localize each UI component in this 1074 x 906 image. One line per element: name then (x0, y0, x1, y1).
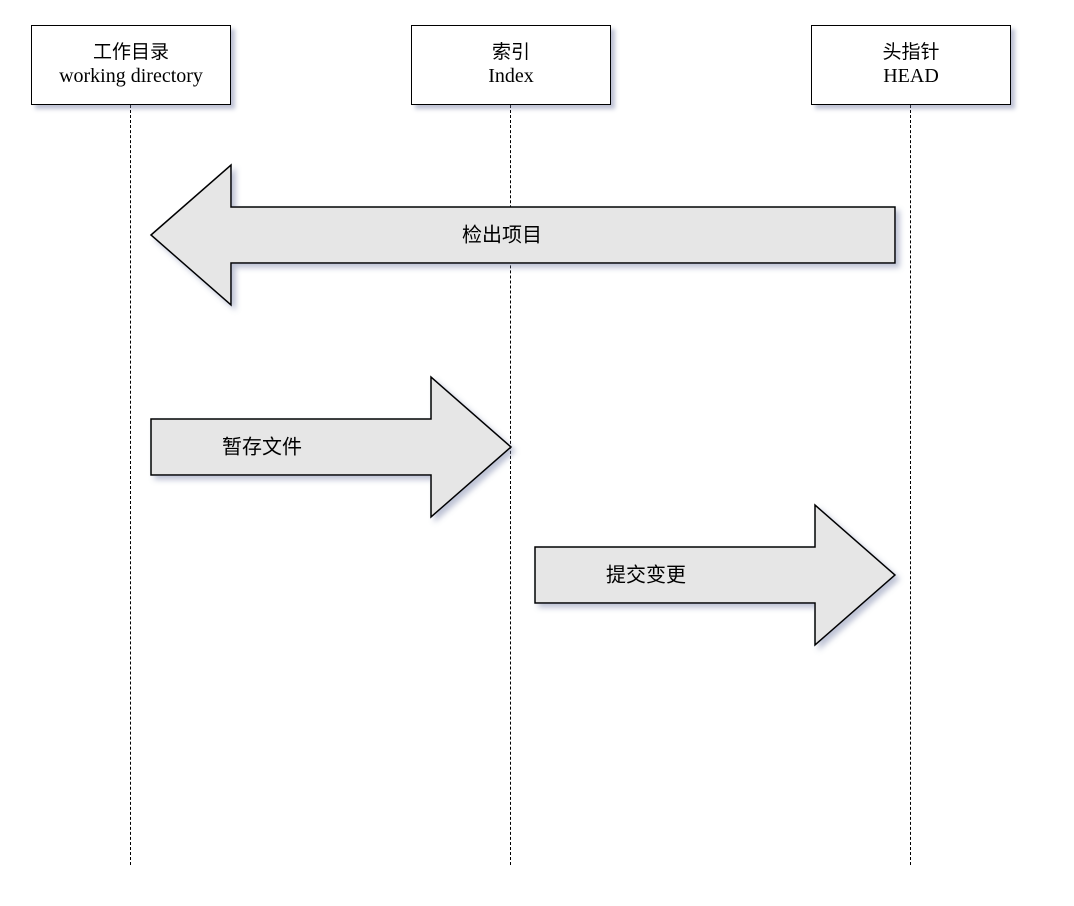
stage-label: 暂存文件 (222, 434, 302, 459)
participant-subtitle: Index (488, 65, 534, 88)
commit-label: 提交变更 (606, 562, 686, 587)
participant-title: 索引 (491, 40, 530, 63)
commit-arrow (534, 503, 897, 647)
lifeline-head (910, 105, 911, 865)
lifeline-index (510, 105, 511, 865)
lifeline-working-directory (130, 105, 131, 865)
participant-subtitle: HEAD (883, 65, 939, 88)
stage-arrow (150, 375, 513, 519)
participant-working-directory: 工作目录 working directory (31, 25, 231, 105)
checkout-arrow (149, 163, 896, 307)
participant-index: 索引 Index (411, 25, 611, 105)
participant-subtitle: working directory (59, 65, 203, 88)
checkout-label: 检出项目 (462, 222, 542, 247)
participant-head: 头指针 HEAD (811, 25, 1011, 105)
participant-title: 头指针 (882, 40, 940, 63)
participant-title: 工作目录 (92, 40, 169, 63)
